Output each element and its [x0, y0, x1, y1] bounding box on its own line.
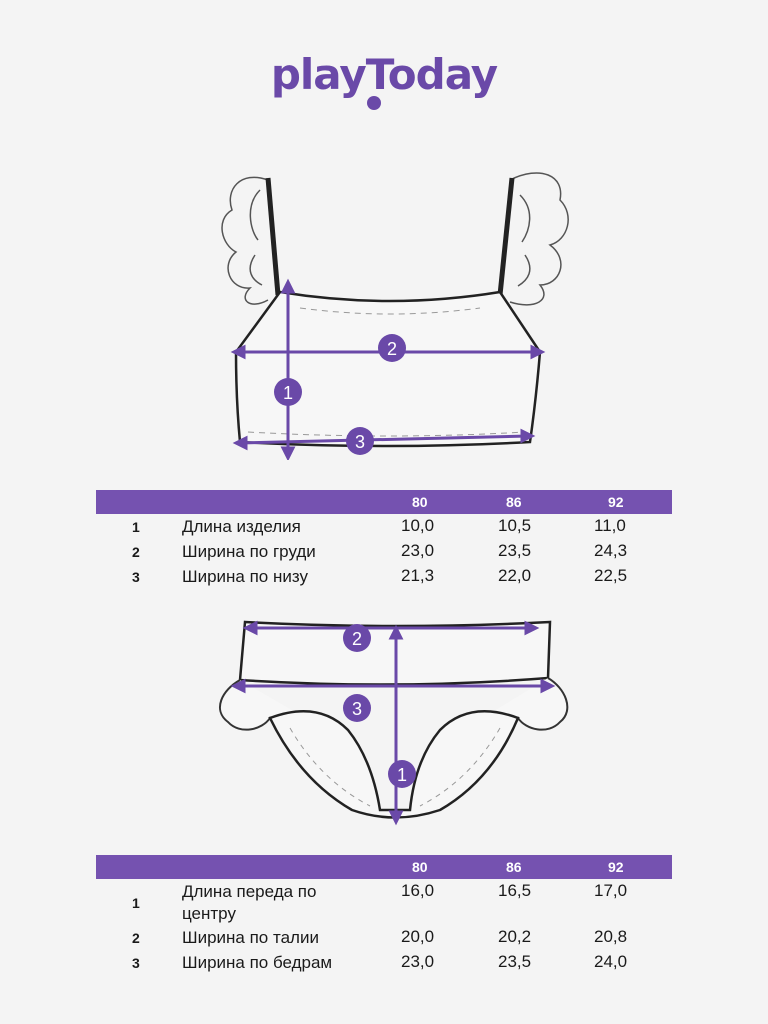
- top-garment-drawing: 1 2 3: [221, 172, 569, 460]
- row-value: 24,0: [594, 952, 628, 971]
- row-number: 1: [132, 519, 140, 535]
- marker-1-icon: 1: [274, 378, 302, 406]
- left-strap: [265, 177, 281, 296]
- svg-text:1: 1: [283, 383, 293, 403]
- logo-text: playToday: [270, 50, 498, 99]
- table-header: 80 86 92: [96, 855, 672, 879]
- row-value: 10,0: [401, 516, 435, 535]
- row-number: 3: [132, 569, 140, 585]
- row-number: 2: [132, 930, 140, 946]
- svg-text:1: 1: [397, 765, 407, 785]
- row-label: Ширина по талии: [182, 928, 319, 947]
- table-row: 1 Длина изделия 10,0 10,5 11,0: [96, 514, 672, 539]
- marker-1-icon: 1: [388, 760, 416, 788]
- table-row: 3 Ширина по низу 21,3 22,0 22,5: [96, 564, 672, 589]
- row-value: 16,5: [498, 881, 532, 900]
- row-label: Длина переда по центру: [182, 882, 317, 923]
- row-label: Длина изделия: [182, 517, 301, 536]
- svg-text:3: 3: [352, 699, 362, 719]
- row-label: Ширина по низу: [182, 567, 308, 586]
- row-value: 23,5: [498, 952, 532, 971]
- svg-text:2: 2: [352, 629, 362, 649]
- size-header: 92: [608, 859, 624, 875]
- row-value: 20,0: [401, 927, 435, 946]
- table-header: 80 86 92: [96, 490, 672, 514]
- size-header: 92: [608, 494, 624, 510]
- table-row: 2 Ширина по груди 23,0 23,5 24,3: [96, 539, 672, 564]
- top-size-table: 80 86 92 1 Длина изделия 10,0 10,5 11,0 …: [96, 490, 672, 589]
- size-header: 80: [412, 494, 428, 510]
- size-header: 86: [506, 859, 522, 875]
- row-number: 2: [132, 544, 140, 560]
- size-header: 86: [506, 494, 522, 510]
- row-value: 16,0: [401, 881, 435, 900]
- row-value: 11,0: [594, 516, 626, 535]
- row-label: Ширина по бедрам: [182, 953, 333, 972]
- marker-3-icon: 3: [346, 427, 374, 455]
- row-value: 22,0: [498, 566, 532, 585]
- bottom-garment-drawing: 2 3 1: [219, 620, 569, 826]
- row-value: 21,3: [401, 566, 435, 585]
- row-value: 24,3: [594, 541, 628, 560]
- table-row: 1 Длина переда по центру 16,0 16,5 17,0: [96, 879, 672, 925]
- row-number: 1: [132, 895, 140, 911]
- left-ruffle-icon: [221, 176, 269, 305]
- row-value: 22,5: [594, 566, 628, 585]
- row-value: 17,0: [594, 881, 628, 900]
- row-value: 20,2: [498, 927, 532, 946]
- row-value: 20,8: [594, 927, 628, 946]
- table-row: 3 Ширина по бедрам 23,0 23,5 24,0: [96, 950, 672, 975]
- row-label: Ширина по груди: [182, 542, 316, 561]
- right-ruffle-icon: [509, 172, 569, 306]
- briefs-body: [268, 710, 520, 819]
- marker-2-icon: 2: [343, 624, 371, 652]
- row-value: 23,0: [401, 541, 435, 560]
- row-value: 10,5: [498, 516, 532, 535]
- brand-logo: playToday: [0, 50, 768, 99]
- table-row: 2 Ширина по талии 20,0 20,2 20,8: [96, 925, 672, 950]
- marker-3-icon: 3: [343, 694, 371, 722]
- bottom-size-table: 80 86 92 1 Длина переда по центру 16,0 1…: [96, 855, 672, 975]
- row-value: 23,0: [401, 952, 435, 971]
- right-strap: [497, 177, 515, 296]
- top-body: [234, 290, 542, 448]
- logo-dot-icon: [367, 96, 381, 110]
- svg-text:3: 3: [355, 432, 365, 452]
- row-number: 3: [132, 955, 140, 971]
- row-value: 23,5: [498, 541, 532, 560]
- marker-2-icon: 2: [378, 334, 406, 362]
- svg-text:2: 2: [387, 339, 397, 359]
- size-header: 80: [412, 859, 428, 875]
